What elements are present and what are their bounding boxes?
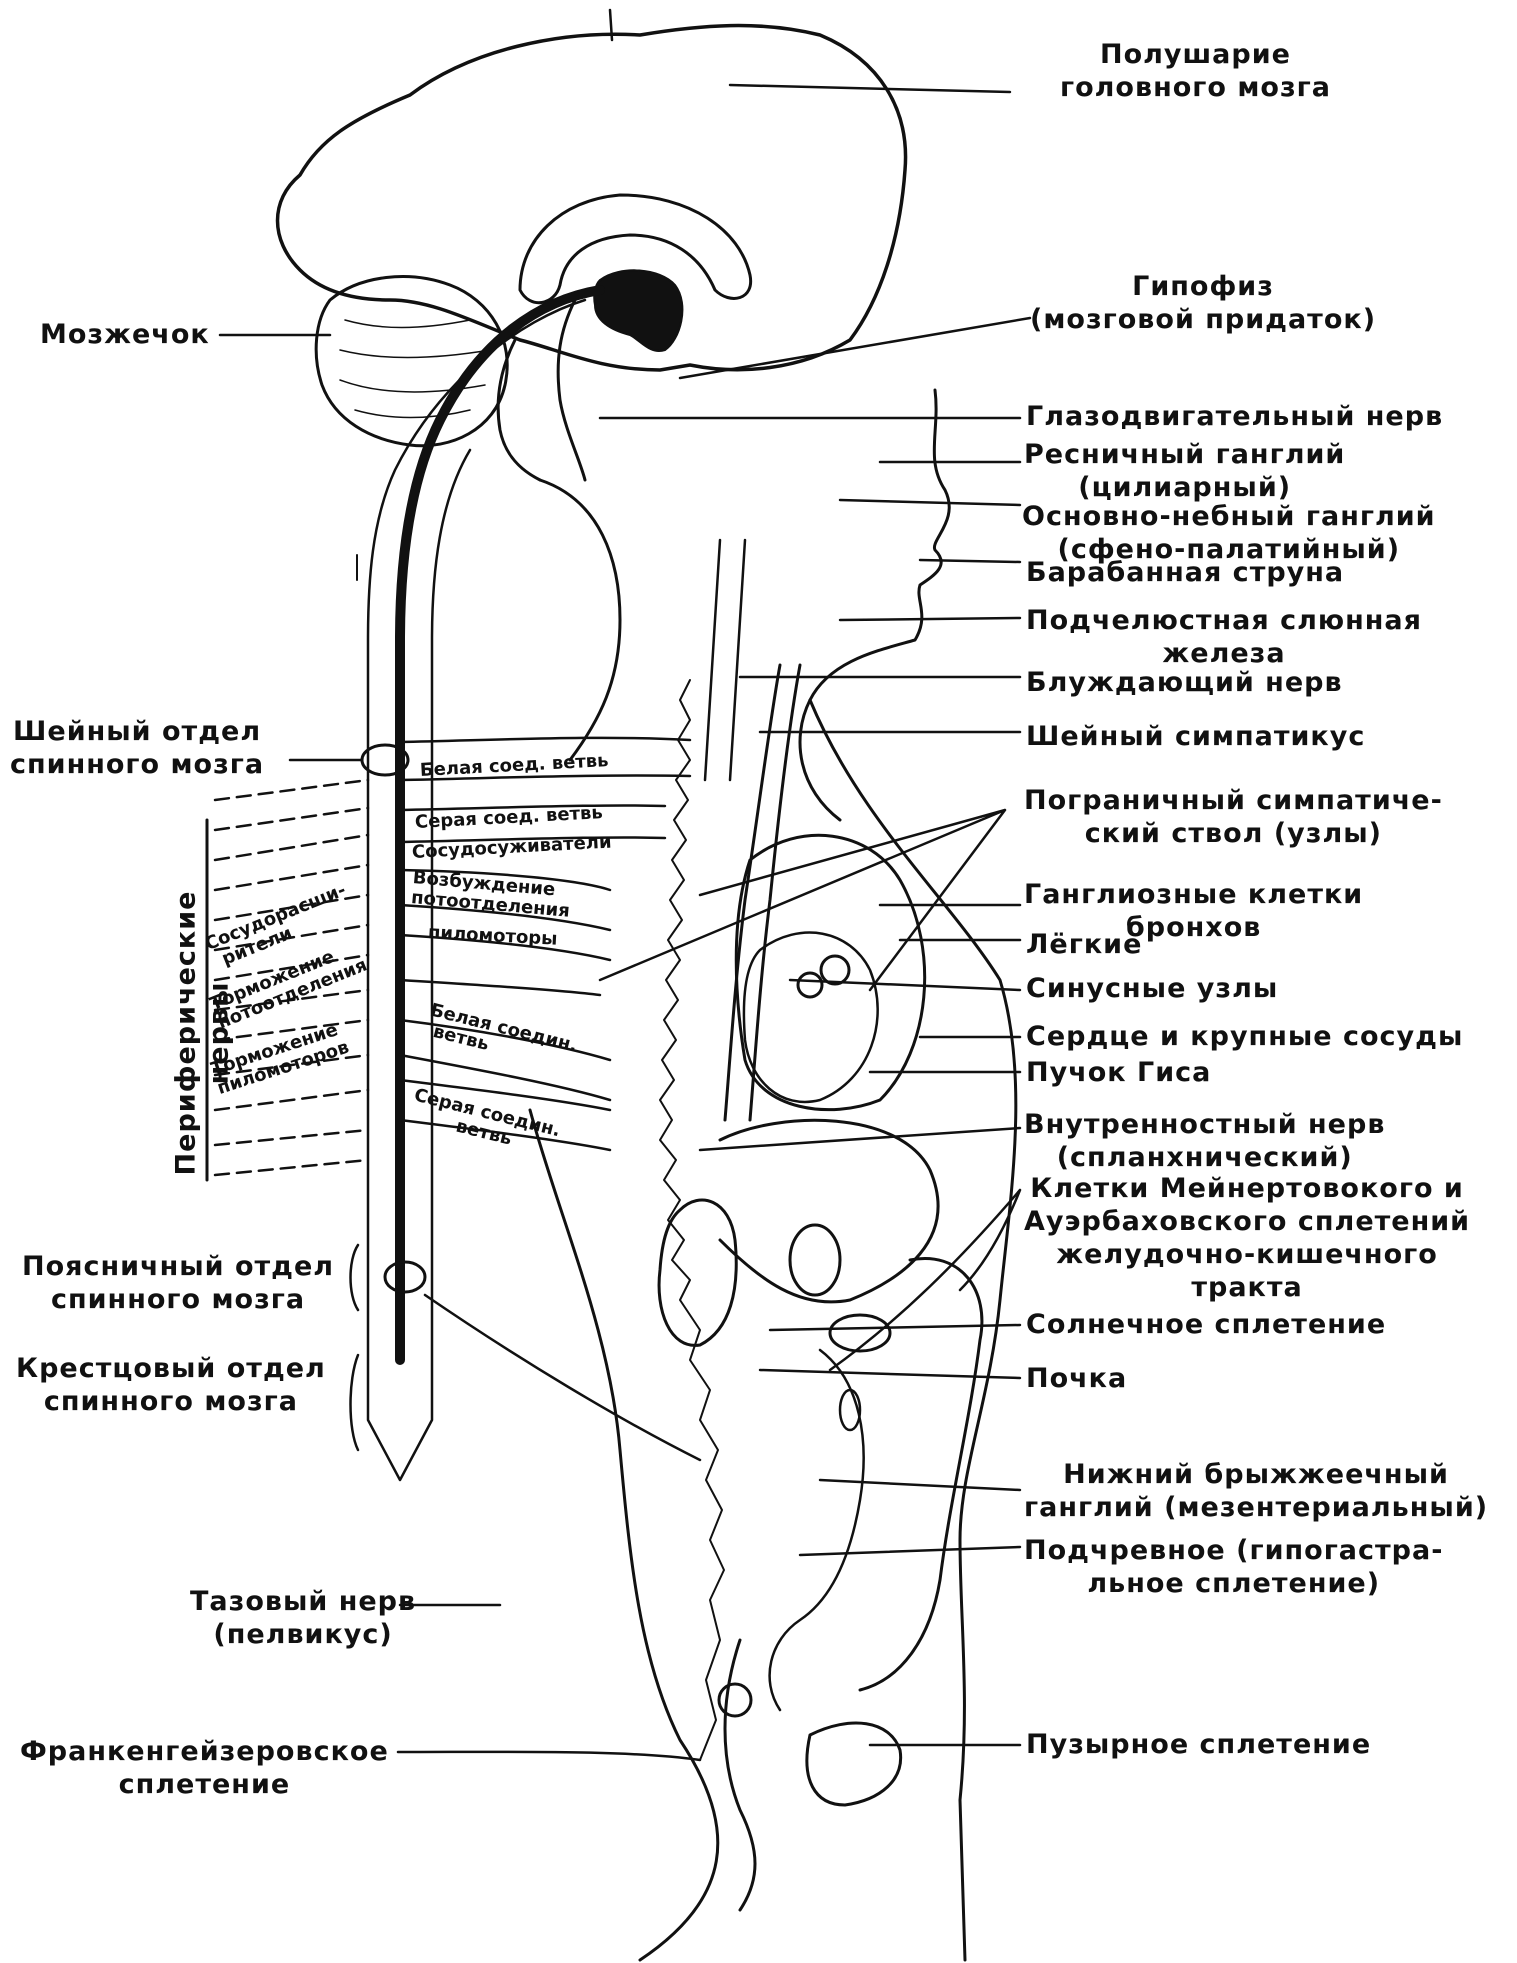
back-profile	[538, 478, 622, 762]
leader-lines	[218, 83, 1032, 1762]
label-heart: Сердце и крупные сосуды	[1026, 1021, 1464, 1052]
brain-hemisphere	[275, 23, 908, 372]
label-lungs: Лёгкие	[1026, 929, 1143, 960]
label-splanchnic: Внутренностный нерв(спланхнический)	[1024, 1109, 1386, 1173]
brain-fold	[608, 8, 614, 42]
spinal-cord-outer	[366, 298, 587, 1482]
label-hypogastric: Подчревное (гипогастра-льное сплетение)	[1024, 1535, 1444, 1599]
spinal-cord-tract	[395, 285, 605, 1365]
label-cerebellum: Мозжечок	[40, 319, 210, 350]
aorta-section	[819, 954, 851, 986]
stomach	[718, 1118, 940, 1304]
brainstem	[556, 298, 587, 482]
face-profile	[798, 388, 951, 822]
esophagus-wall	[748, 663, 802, 1122]
lumbar-cord-section	[383, 1260, 427, 1294]
label-hypophysis: Гипофиз(мозговой придаток)	[1030, 271, 1377, 335]
intestine-section-2	[828, 1313, 892, 1353]
label-chorda: Барабанная струна	[1026, 557, 1345, 588]
label-pelvic-nerve: Тазовый нерв(пелвикус)	[190, 1586, 417, 1650]
colon	[858, 1257, 984, 1692]
label-vesical: Пузырное сплетение	[1026, 1729, 1372, 1760]
sacral-bracket	[349, 1353, 360, 1452]
torso-back	[528, 1108, 720, 1962]
rami-lines	[398, 736, 692, 1152]
label-border-trunk: Пограничный симпатиче-ский ствол (узлы)	[1024, 785, 1443, 849]
bladder	[805, 1721, 903, 1807]
rectum	[723, 1638, 757, 1912]
label-sinus-nodes: Синусные узлы	[1026, 973, 1279, 1004]
pituitary-gland	[593, 269, 684, 352]
cerebellum	[314, 275, 509, 448]
lumbar-bracket	[349, 1243, 360, 1312]
label-cervical-sympathicus: Шейный симпатикус	[1026, 721, 1366, 752]
intestine-section-1	[788, 1223, 842, 1297]
label-solar: Солнечное сплетение	[1026, 1309, 1387, 1340]
heart	[742, 931, 879, 1104]
corpus-callosum	[518, 193, 753, 305]
label-ciliary: Ресничный ганглий(цилиарный)	[1024, 439, 1346, 503]
label-kidney: Почка	[1026, 1363, 1128, 1394]
label-vagus: Блуждающий нерв	[1026, 667, 1343, 698]
trachea	[703, 538, 747, 782]
intestine-section-3	[838, 1388, 862, 1432]
sympathetic-chain	[659, 679, 725, 1761]
rectum-section	[717, 1682, 753, 1718]
pulmonary-section	[796, 971, 824, 999]
peripheral-nerve-lines	[213, 778, 370, 1177]
kidney	[657, 1198, 738, 1347]
cerebellum-folds	[339, 319, 491, 419]
small-intestine	[768, 1348, 865, 1712]
esophagus	[723, 663, 782, 1122]
brainstem-back	[496, 338, 542, 482]
label-his-bundle: Пучок Гиса	[1026, 1057, 1212, 1088]
torso-front	[808, 698, 1018, 1962]
label-sphenopalatine: Основно-небный ганглий(сфено-палатийный)	[1022, 501, 1436, 565]
label-oculomotor: Глазодвигательный нерв	[1026, 401, 1444, 432]
